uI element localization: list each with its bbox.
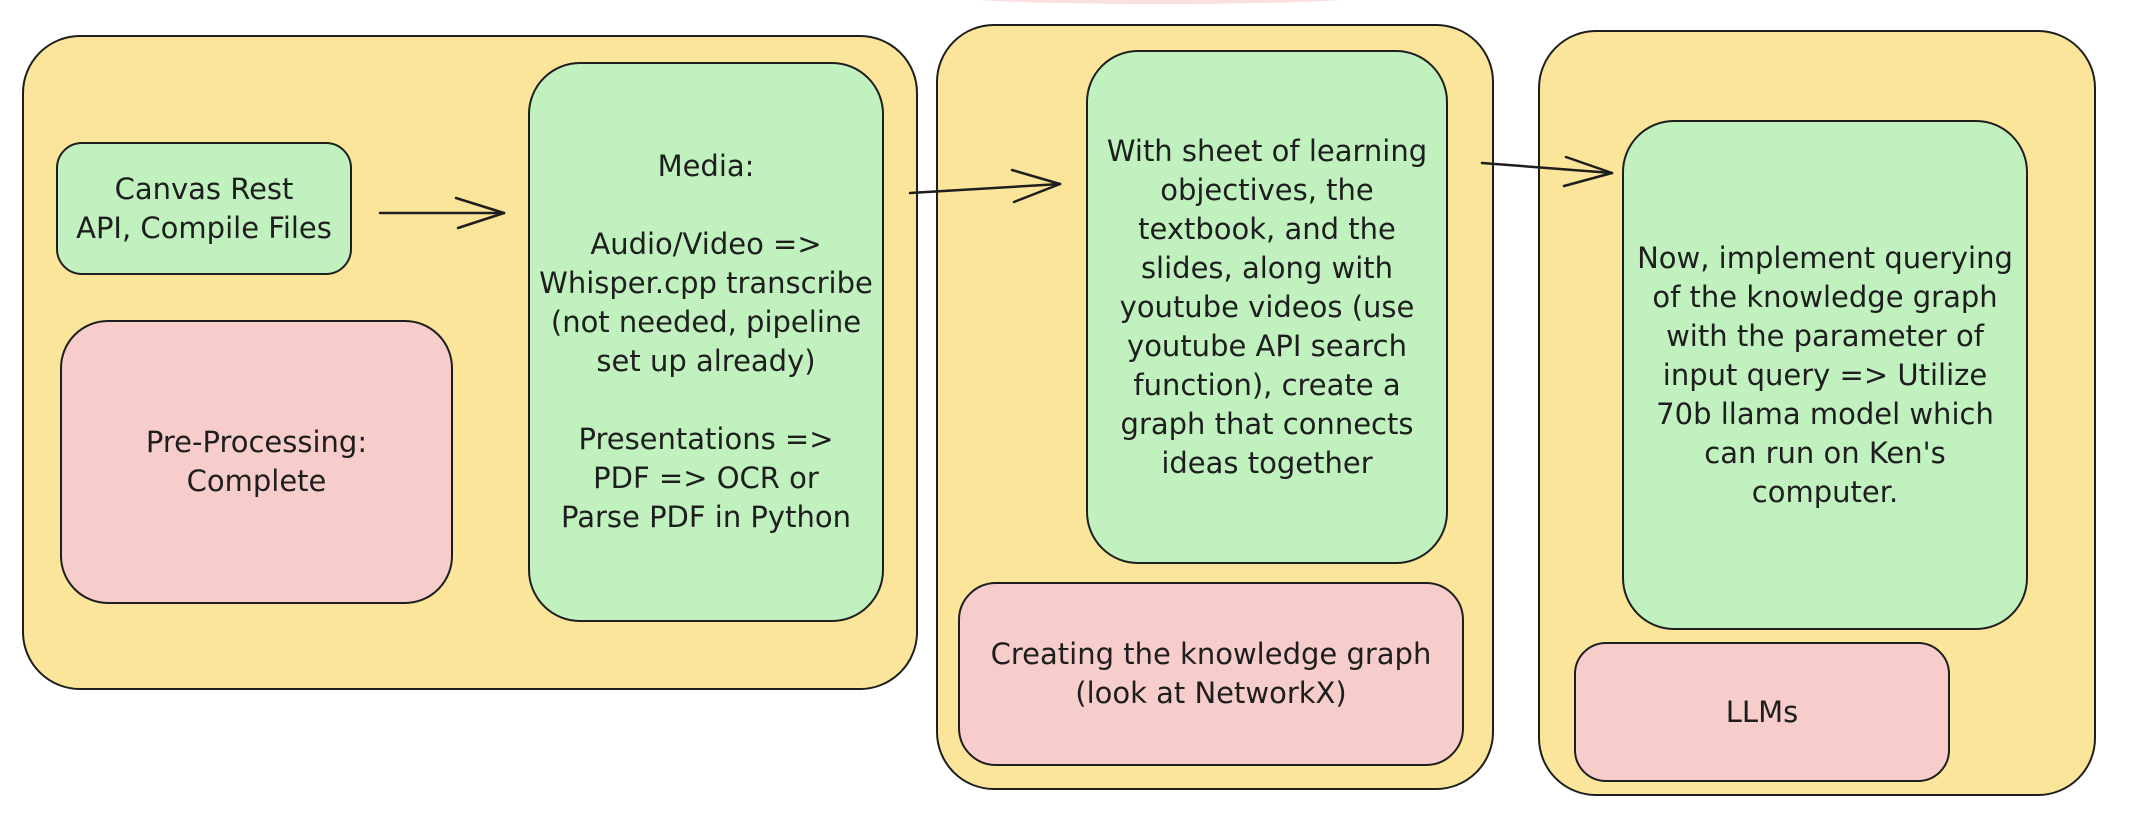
arrow-canvas-to-media: [378, 196, 506, 230]
canvas-api-text: Canvas Rest API, Compile Files: [76, 171, 332, 245]
query-box: Now, implement querying of the knowledge…: [1622, 120, 2028, 630]
preprocessing-status-box: Pre-Processing: Complete: [60, 320, 453, 604]
canvas-api-box: Canvas Rest API, Compile Files: [56, 142, 352, 275]
knowledge-graph-box: With sheet of learning objectives, the t…: [1086, 50, 1448, 564]
media-box: Media: Audio/Video => Whisper.cpp transc…: [528, 62, 884, 622]
decorative-stroke: [960, 0, 1360, 4]
arrow-media-to-graph: [908, 168, 1062, 204]
llms-status-box: LLMs: [1574, 642, 1950, 782]
knowledge-graph-text: With sheet of learning objectives, the t…: [1106, 133, 1428, 480]
arrow-graph-to-query: [1480, 155, 1614, 188]
knowledge-graph-status-text: Creating the knowledge graph (look at Ne…: [990, 637, 1432, 710]
preprocessing-status-text: Pre-Processing: Complete: [145, 425, 368, 498]
knowledge-graph-status-box: Creating the knowledge graph (look at Ne…: [958, 582, 1464, 766]
llms-status-text: LLMs: [1725, 694, 1799, 729]
query-text: Now, implement querying of the knowledge…: [1637, 240, 2013, 509]
media-text: Media: Audio/Video => Whisper.cpp transc…: [539, 149, 873, 534]
